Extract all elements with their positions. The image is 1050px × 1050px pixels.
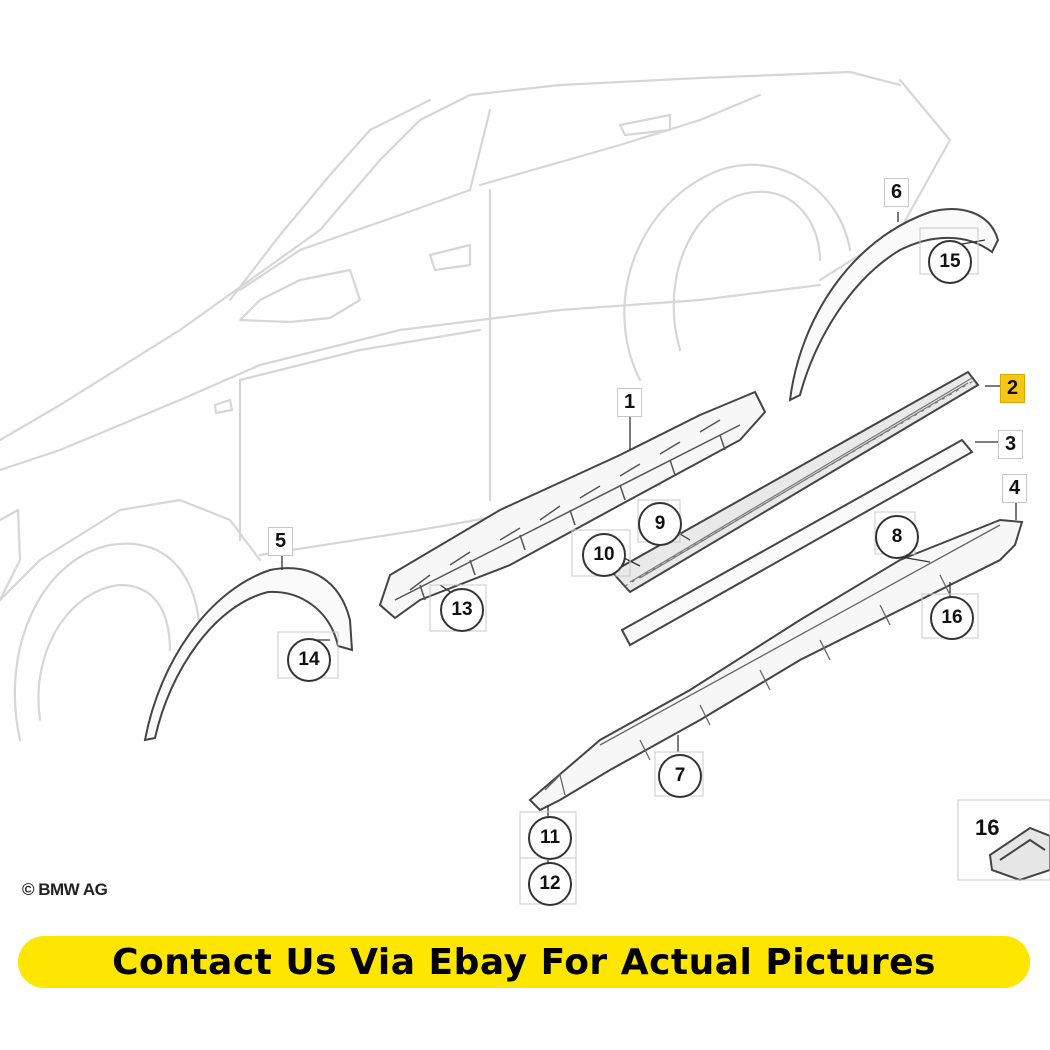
callout-11: 11	[528, 816, 572, 860]
sill-strip	[620, 438, 974, 647]
side-skirt	[528, 518, 1024, 812]
callout-13: 13	[440, 588, 484, 632]
callout-3: 3	[998, 430, 1024, 459]
running-board-pattern	[624, 377, 976, 587]
contact-banner-text: Contact Us Via Ebay For Actual Pictures	[112, 941, 936, 983]
rear-wheel-arch-trim	[788, 208, 1000, 402]
callout-6: 6	[884, 178, 910, 207]
callout-14: 14	[287, 638, 331, 682]
callout-4: 4	[1002, 474, 1028, 503]
contact-banner: Contact Us Via Ebay For Actual Pictures	[18, 936, 1030, 988]
support-bracket-detail	[394, 419, 741, 601]
clip-part	[988, 826, 1050, 882]
callout-2: 2	[1000, 374, 1026, 403]
running-board	[610, 370, 980, 594]
front-wheel-arch-trim	[143, 567, 354, 742]
callout-15: 15	[928, 240, 972, 284]
callout-16a: 16	[930, 596, 974, 640]
callout-9: 9	[638, 502, 682, 546]
callout-12: 12	[528, 862, 572, 906]
callout-7: 7	[658, 754, 702, 798]
callout-10: 10	[582, 533, 626, 577]
side-skirt-detail	[544, 524, 1001, 796]
copyright-text: © BMW AG	[22, 880, 108, 899]
callout-1: 1	[617, 388, 643, 417]
callout-16b: 16	[975, 815, 1000, 840]
car-body-outline	[0, 70, 952, 742]
callout-8: 8	[875, 515, 919, 559]
callout-5: 5	[268, 527, 294, 556]
